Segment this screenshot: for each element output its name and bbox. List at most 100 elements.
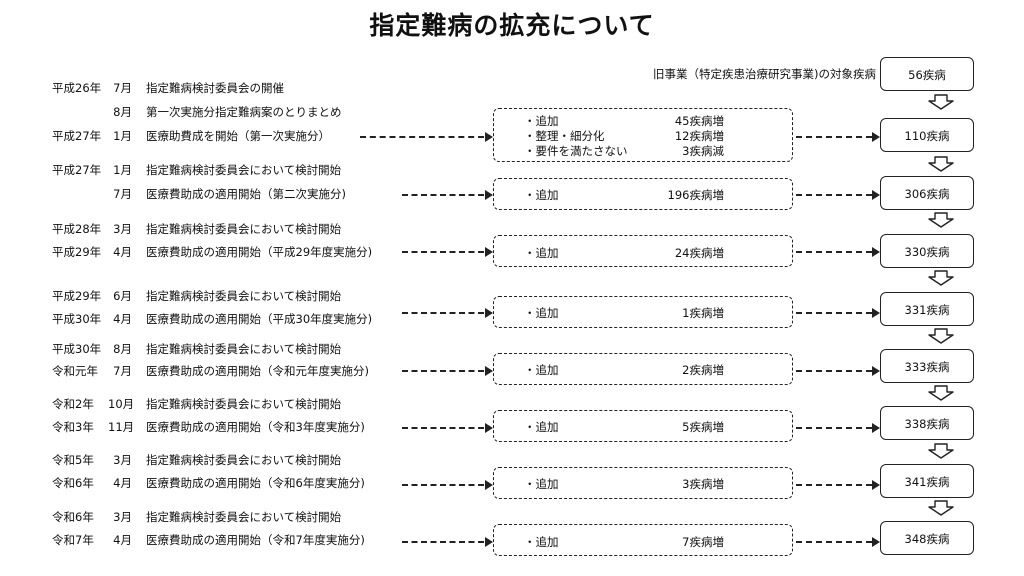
stage-3-item-0-label: ・追加 [524,306,559,320]
stage-4-line-1-era: 令和元年 [52,364,98,378]
stage-5-right-arrowhead [872,423,880,433]
stage-6-line-1-era: 令和6年 [52,476,94,490]
stage-0-right-connector [796,136,872,138]
stage-2-count-box: 330疾病 [880,234,974,268]
stage-0-line-1-month: 8月 [113,105,132,119]
stage-4-right-connector [796,370,872,372]
stage-0-item-0-value: 45疾病増 [674,114,724,128]
stage-1-right-connector [796,194,872,196]
stage-7-line-0-month: 3月 [113,510,132,524]
stage-0-line-2-month: 1月 [113,129,132,143]
down-arrow-icon [928,328,954,344]
stage-6-count-box: 341疾病 [880,464,974,498]
stage-2-item-0-value: 24疾病増 [674,246,724,260]
stage-5-line-1-era: 令和3年 [52,420,94,434]
stage-5-item-0-label: ・追加 [524,420,559,434]
stage-6-count: 341疾病 [904,475,950,489]
stage-3-left-arrowhead [485,308,493,318]
stage-5-line-0-text: 指定難病検討委員会において検討開始 [146,397,342,411]
stage-1-line-0-era: 平成27年 [52,163,102,177]
stage-1-item-0-label: ・追加 [524,188,559,202]
stage-6-line-0-month: 3月 [113,453,132,467]
stage-0-item-2-value: 3疾病減 [682,144,724,158]
down-arrow-icon [928,212,954,228]
stage-6-line-1-text: 医療費助成の適用開始（令和6年度実施分) [146,476,365,490]
stage-2-right-connector [796,251,872,253]
stage-5-count-box: 338疾病 [880,406,974,440]
stage-1-change-box: ・追加 196疾病増 [493,178,793,210]
stage-5-left-connector [402,427,484,429]
stage-5-change-box: ・追加 5疾病増 [493,410,793,442]
stage-7-item-0-value: 7疾病増 [682,535,724,549]
stage-3-count: 331疾病 [904,303,950,317]
stage-7-count: 348疾病 [904,532,950,546]
stage-1-right-arrowhead [872,190,880,200]
stage-0-item-0-label: ・追加 [524,114,559,128]
stage-7-change-box: ・追加 7疾病増 [493,524,793,556]
stage-4-right-arrowhead [872,366,880,376]
stage-7-line-1-text: 医療費助成の適用開始（令和7年度実施分) [146,533,365,547]
stage-6-right-connector [796,484,872,486]
stage-0-right-arrowhead [872,132,880,142]
stage-5-item-0-value: 5疾病増 [682,420,724,434]
stage-0-left-connector [360,136,484,138]
stage-2-line-1-era: 平成29年 [52,245,102,259]
stage-7-line-1-month: 4月 [113,533,132,547]
stage-0-line-2-text: 医療助費成を開始（第一次実施分） [146,129,330,143]
stage-1-item-0-value: 196疾病増 [667,188,724,202]
stage-2-line-1-text: 医療費助成の適用開始（平成29年度実施分) [146,245,373,259]
stage-5-left-arrowhead [485,423,493,433]
stage-0-item-1-label: ・整理・細分化 [524,129,605,143]
stage-2-change-box: ・追加 24疾病増 [493,235,793,267]
stage-0-line-0-month: 7月 [113,81,132,95]
stage-7-item-0-label: ・追加 [524,535,559,549]
stage-0-line-0-text: 指定難病検討委員会の開催 [146,81,284,95]
stage-4-left-connector [402,370,484,372]
stage-0-item-2-label: ・要件を満たさない [524,144,628,158]
stage-1-line-1-text: 医療費助成の適用開始（第二次実施分) [146,187,346,201]
stage-5-line-0-month: 10月 [108,397,135,411]
stage-6-line-0-text: 指定難病検討委員会において検討開始 [146,453,342,467]
stage-3-line-0-month: 6月 [113,289,132,303]
stage-3-right-connector [796,312,872,314]
page-title: 指定難病の拡充について [369,11,655,40]
stage-1-left-arrowhead [485,190,493,200]
initial-count-box: 56疾病 [880,57,974,91]
stage-4-count: 333疾病 [904,360,950,374]
stage-2-item-0-label: ・追加 [524,246,559,260]
stage-4-left-arrowhead [485,366,493,376]
stage-4-item-0-value: 2疾病増 [682,363,724,377]
down-arrow-icon [928,270,954,286]
stage-6-left-connector [402,484,484,486]
stage-1-line-0-text: 指定難病検討委員会において検討開始 [146,163,342,177]
stage-3-line-1-text: 医療費助成の適用開始（平成30年度実施分) [146,312,373,326]
stage-0-count: 110疾病 [904,129,950,143]
stage-7-count-box: 348疾病 [880,521,974,555]
stage-3-item-0-value: 1疾病増 [682,306,724,320]
stage-2-line-0-era: 平成28年 [52,222,102,236]
stage-7-right-connector [796,541,872,543]
stage-5-right-connector [796,427,872,429]
stage-4-line-0-month: 8月 [113,342,132,356]
stage-3-line-0-text: 指定難病検討委員会において検討開始 [146,289,342,303]
initial-count: 56疾病 [908,68,946,82]
stage-2-line-0-text: 指定難病検討委員会において検討開始 [146,222,342,236]
stage-5-count: 338疾病 [904,417,950,431]
down-arrow-icon [928,156,954,172]
stage-0-line-0-era: 平成26年 [52,81,102,95]
stage-2-right-arrowhead [872,247,880,257]
stage-2-left-connector [402,251,484,253]
stage-5-line-1-text: 医療費助成の適用開始（令和3年度実施分) [146,420,365,434]
down-arrow-icon [928,443,954,459]
stage-1-count-box: 306疾病 [880,176,974,210]
stage-6-line-1-month: 4月 [113,476,132,490]
down-arrow-icon [928,385,954,401]
stage-0-left-arrowhead [485,132,493,142]
stage-2-left-arrowhead [485,247,493,257]
stage-5-line-1-month: 11月 [108,420,135,434]
stage-3-line-0-era: 平成29年 [52,289,102,303]
stage-5-line-0-era: 令和2年 [52,397,94,411]
stage-1-line-1-month: 7月 [113,187,132,201]
